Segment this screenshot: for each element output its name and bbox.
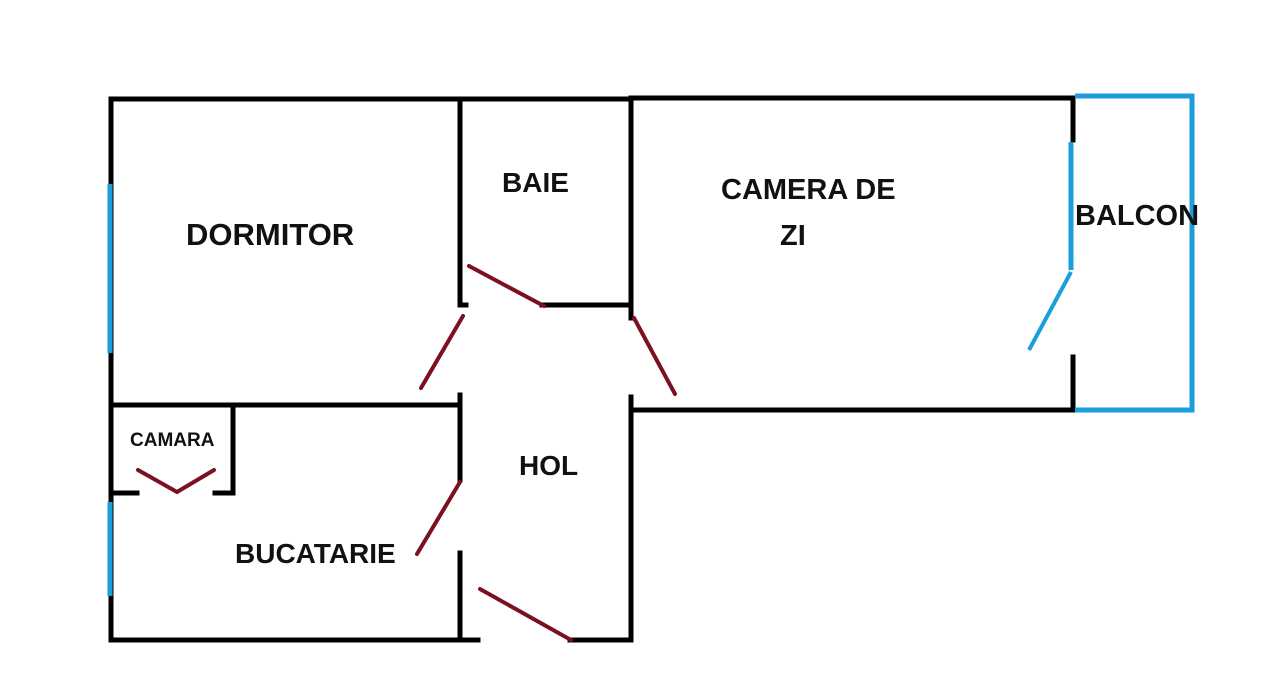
balcony-door-swing [1027,271,1073,351]
label-camera-line2: ZI [780,220,806,252]
door-camera [632,316,677,396]
label-baie: BAIE [502,167,569,198]
label-camara: CAMARA [130,430,215,451]
label-dormitor: DORMITOR [186,217,354,252]
door-entrance [478,587,573,642]
door-bucatarie [415,480,462,556]
door-camara-right [175,468,216,494]
label-camera-line1: CAMERA DE [721,174,896,206]
balcony-outline [1075,93,1195,413]
door-dormitor [419,314,465,390]
door-baie [467,264,546,308]
label-balcon: BALCON [1075,200,1199,232]
label-hol: HOL [519,450,578,481]
label-bucatarie: BUCATARIE [235,538,396,569]
door-camara-left [136,468,179,494]
windows [107,93,1195,596]
doors [136,264,677,642]
